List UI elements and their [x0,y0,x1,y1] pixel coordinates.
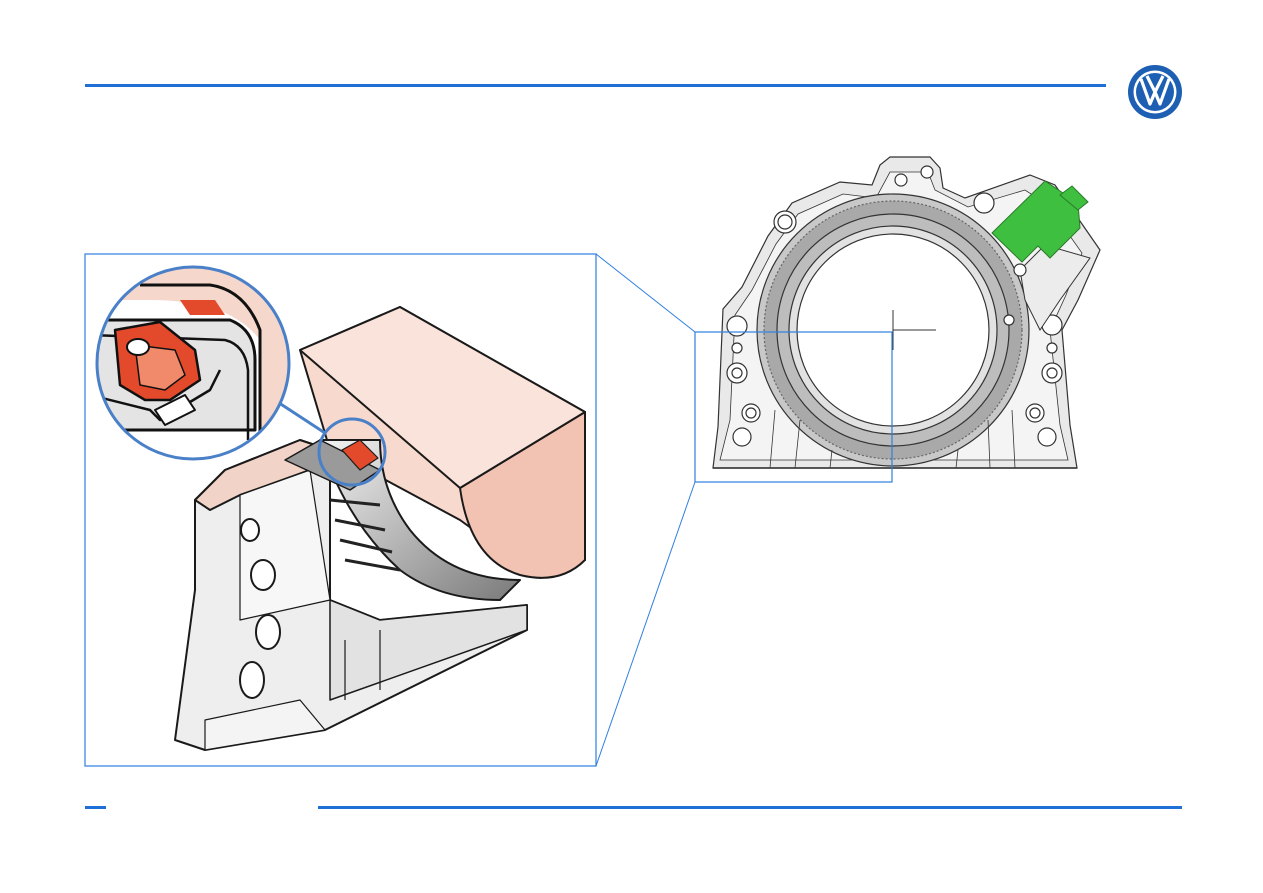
vw-logo [1128,65,1182,119]
zoom-origin-marker [317,417,387,487]
sealing-flange-overview [712,156,1101,469]
header-rule [85,84,1106,87]
magnified-detail [174,306,586,751]
detail-region-marker [694,331,893,483]
leader-line-top [595,253,696,333]
footer-rule-long [318,806,1182,809]
magnifier-lens [95,265,291,461]
footer-rule-short [85,806,106,809]
leader-line-bottom [595,481,696,767]
engine-speed-sender [991,180,1089,263]
